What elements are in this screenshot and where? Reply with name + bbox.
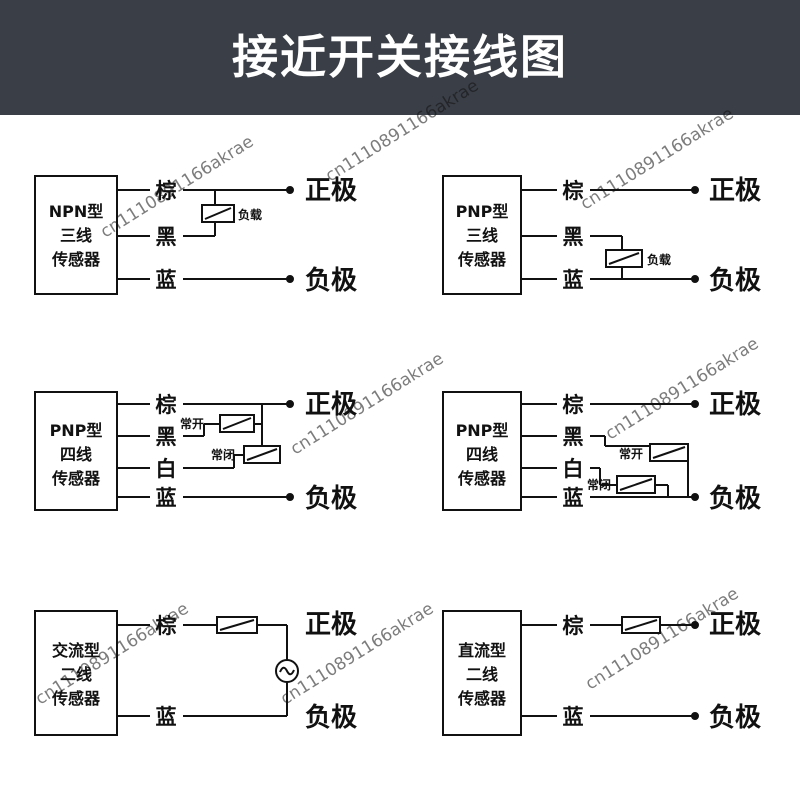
positive-terminal-label: 正极 (709, 176, 762, 206)
normally-open-coil-icon (219, 414, 255, 433)
sensor-label-line3: 传感器 (51, 250, 101, 269)
sensor-label-line2: 二线 (466, 665, 498, 684)
sensor-label-line1: 交流型 (52, 641, 100, 660)
page-title: 接近开关接线图 (232, 30, 568, 84)
negative-terminal-label: 负极 (305, 703, 358, 733)
normally-open-label: 常开 (619, 446, 643, 461)
wire-label-blue: 蓝 (156, 705, 177, 729)
sensor-label-line2: 四线 (60, 445, 92, 464)
wire-label-black: 黑 (156, 225, 177, 249)
wire-label-brown: 棕 (156, 179, 177, 203)
sensor-box (34, 610, 118, 736)
negative-terminal-label: 负极 (305, 484, 358, 514)
ac-two-wire-diagram (34, 610, 299, 736)
sensor-label-line3: 传感器 (51, 689, 101, 708)
sensor-label-line1: NPN型 (49, 202, 104, 221)
wire-label-brown: 棕 (563, 614, 584, 638)
normally-closed-label: 常闭 (587, 477, 611, 492)
wire-label-brown: 棕 (156, 614, 177, 638)
load-coil-icon (605, 249, 643, 268)
wire-label-brown: 棕 (563, 179, 584, 203)
load-coil-icon (216, 616, 258, 634)
positive-terminal-label: 正极 (709, 390, 762, 420)
ac-source-symbol-icon (275, 659, 299, 683)
positive-terminal-label: 正极 (305, 610, 358, 640)
sensor-label-line1: PNP型 (50, 421, 103, 440)
terminal-dot-icon (286, 493, 294, 501)
sensor-label-line1: PNP型 (456, 202, 509, 221)
sensor-label-line3: 传感器 (457, 469, 507, 488)
watermark-text: cn1110891166akrae (602, 334, 762, 444)
sensor-label-line1: 直流型 (458, 641, 506, 660)
load-label: 负载 (647, 252, 671, 267)
wire-label-blue: 蓝 (156, 486, 177, 510)
terminal-dot-icon (691, 275, 699, 283)
normally-open-label: 常开 (180, 416, 204, 431)
watermark-layer: cn1110891166akrae cn1110891166akrae cn11… (32, 76, 762, 709)
terminal-dot-icon (691, 493, 699, 501)
sensor-label-line2: 三线 (466, 226, 498, 245)
watermark-text: cn1110891166akrae (322, 76, 482, 186)
wire-label-brown: 棕 (156, 393, 177, 417)
positive-terminal-label: 正极 (305, 390, 358, 420)
wire-label-brown: 棕 (563, 393, 584, 417)
sensor-box (442, 391, 522, 511)
terminal-dot-icon (691, 712, 699, 720)
dc-two-wire-diagram (442, 610, 699, 736)
normally-closed-label: 常闭 (211, 447, 235, 462)
terminal-dot-icon (286, 186, 294, 194)
sensor-box (34, 391, 118, 511)
watermark-text: cn1110891166akrae (277, 599, 437, 709)
sensor-label-line3: 传感器 (457, 689, 507, 708)
sensor-label-line1: PNP型 (456, 421, 509, 440)
pnp-three-wire-diagram (442, 175, 699, 295)
header-bar: 接近开关接线图 (0, 0, 800, 115)
wire-label-black: 黑 (563, 225, 584, 249)
sensor-label-line3: 传感器 (457, 250, 507, 269)
wire-label-black: 黑 (156, 425, 177, 449)
load-label: 负载 (238, 207, 262, 222)
normally-closed-coil-icon (243, 445, 281, 464)
terminal-dot-icon (691, 186, 699, 194)
negative-terminal-label: 负极 (709, 703, 762, 733)
normally-open-coil-icon (649, 443, 689, 462)
wire-label-blue: 蓝 (563, 268, 584, 292)
positive-terminal-label: 正极 (305, 176, 358, 206)
wire-label-blue: 蓝 (563, 486, 584, 510)
pnp-four-wire-diagram-right (442, 391, 699, 511)
pnp-four-wire-diagram-left (34, 391, 294, 511)
terminal-dot-icon (691, 400, 699, 408)
terminal-dot-icon (286, 275, 294, 283)
watermark-text: cn1110891166akrae (97, 132, 257, 242)
positive-terminal-label: 正极 (709, 610, 762, 640)
sensor-label-line2: 三线 (60, 226, 92, 245)
negative-terminal-label: 负极 (709, 266, 762, 296)
wire-label-white: 白 (563, 457, 584, 481)
wire-label-blue: 蓝 (156, 268, 177, 292)
sensor-label-line3: 传感器 (51, 469, 101, 488)
negative-terminal-label: 负极 (305, 266, 358, 296)
terminal-dot-icon (691, 621, 699, 629)
normally-closed-coil-icon (616, 475, 656, 494)
sensor-label-line2: 二线 (60, 665, 92, 684)
load-coil-icon (621, 616, 661, 634)
terminal-dot-icon (286, 400, 294, 408)
load-coil-icon (201, 204, 235, 223)
wire-label-blue: 蓝 (563, 705, 584, 729)
npn-three-wire-diagram (34, 175, 294, 295)
sensor-label-line2: 四线 (466, 445, 498, 464)
negative-terminal-label: 负极 (709, 484, 762, 514)
sensor-box (442, 610, 522, 736)
wire-label-black: 黑 (563, 425, 584, 449)
wire-label-white: 白 (156, 457, 177, 481)
